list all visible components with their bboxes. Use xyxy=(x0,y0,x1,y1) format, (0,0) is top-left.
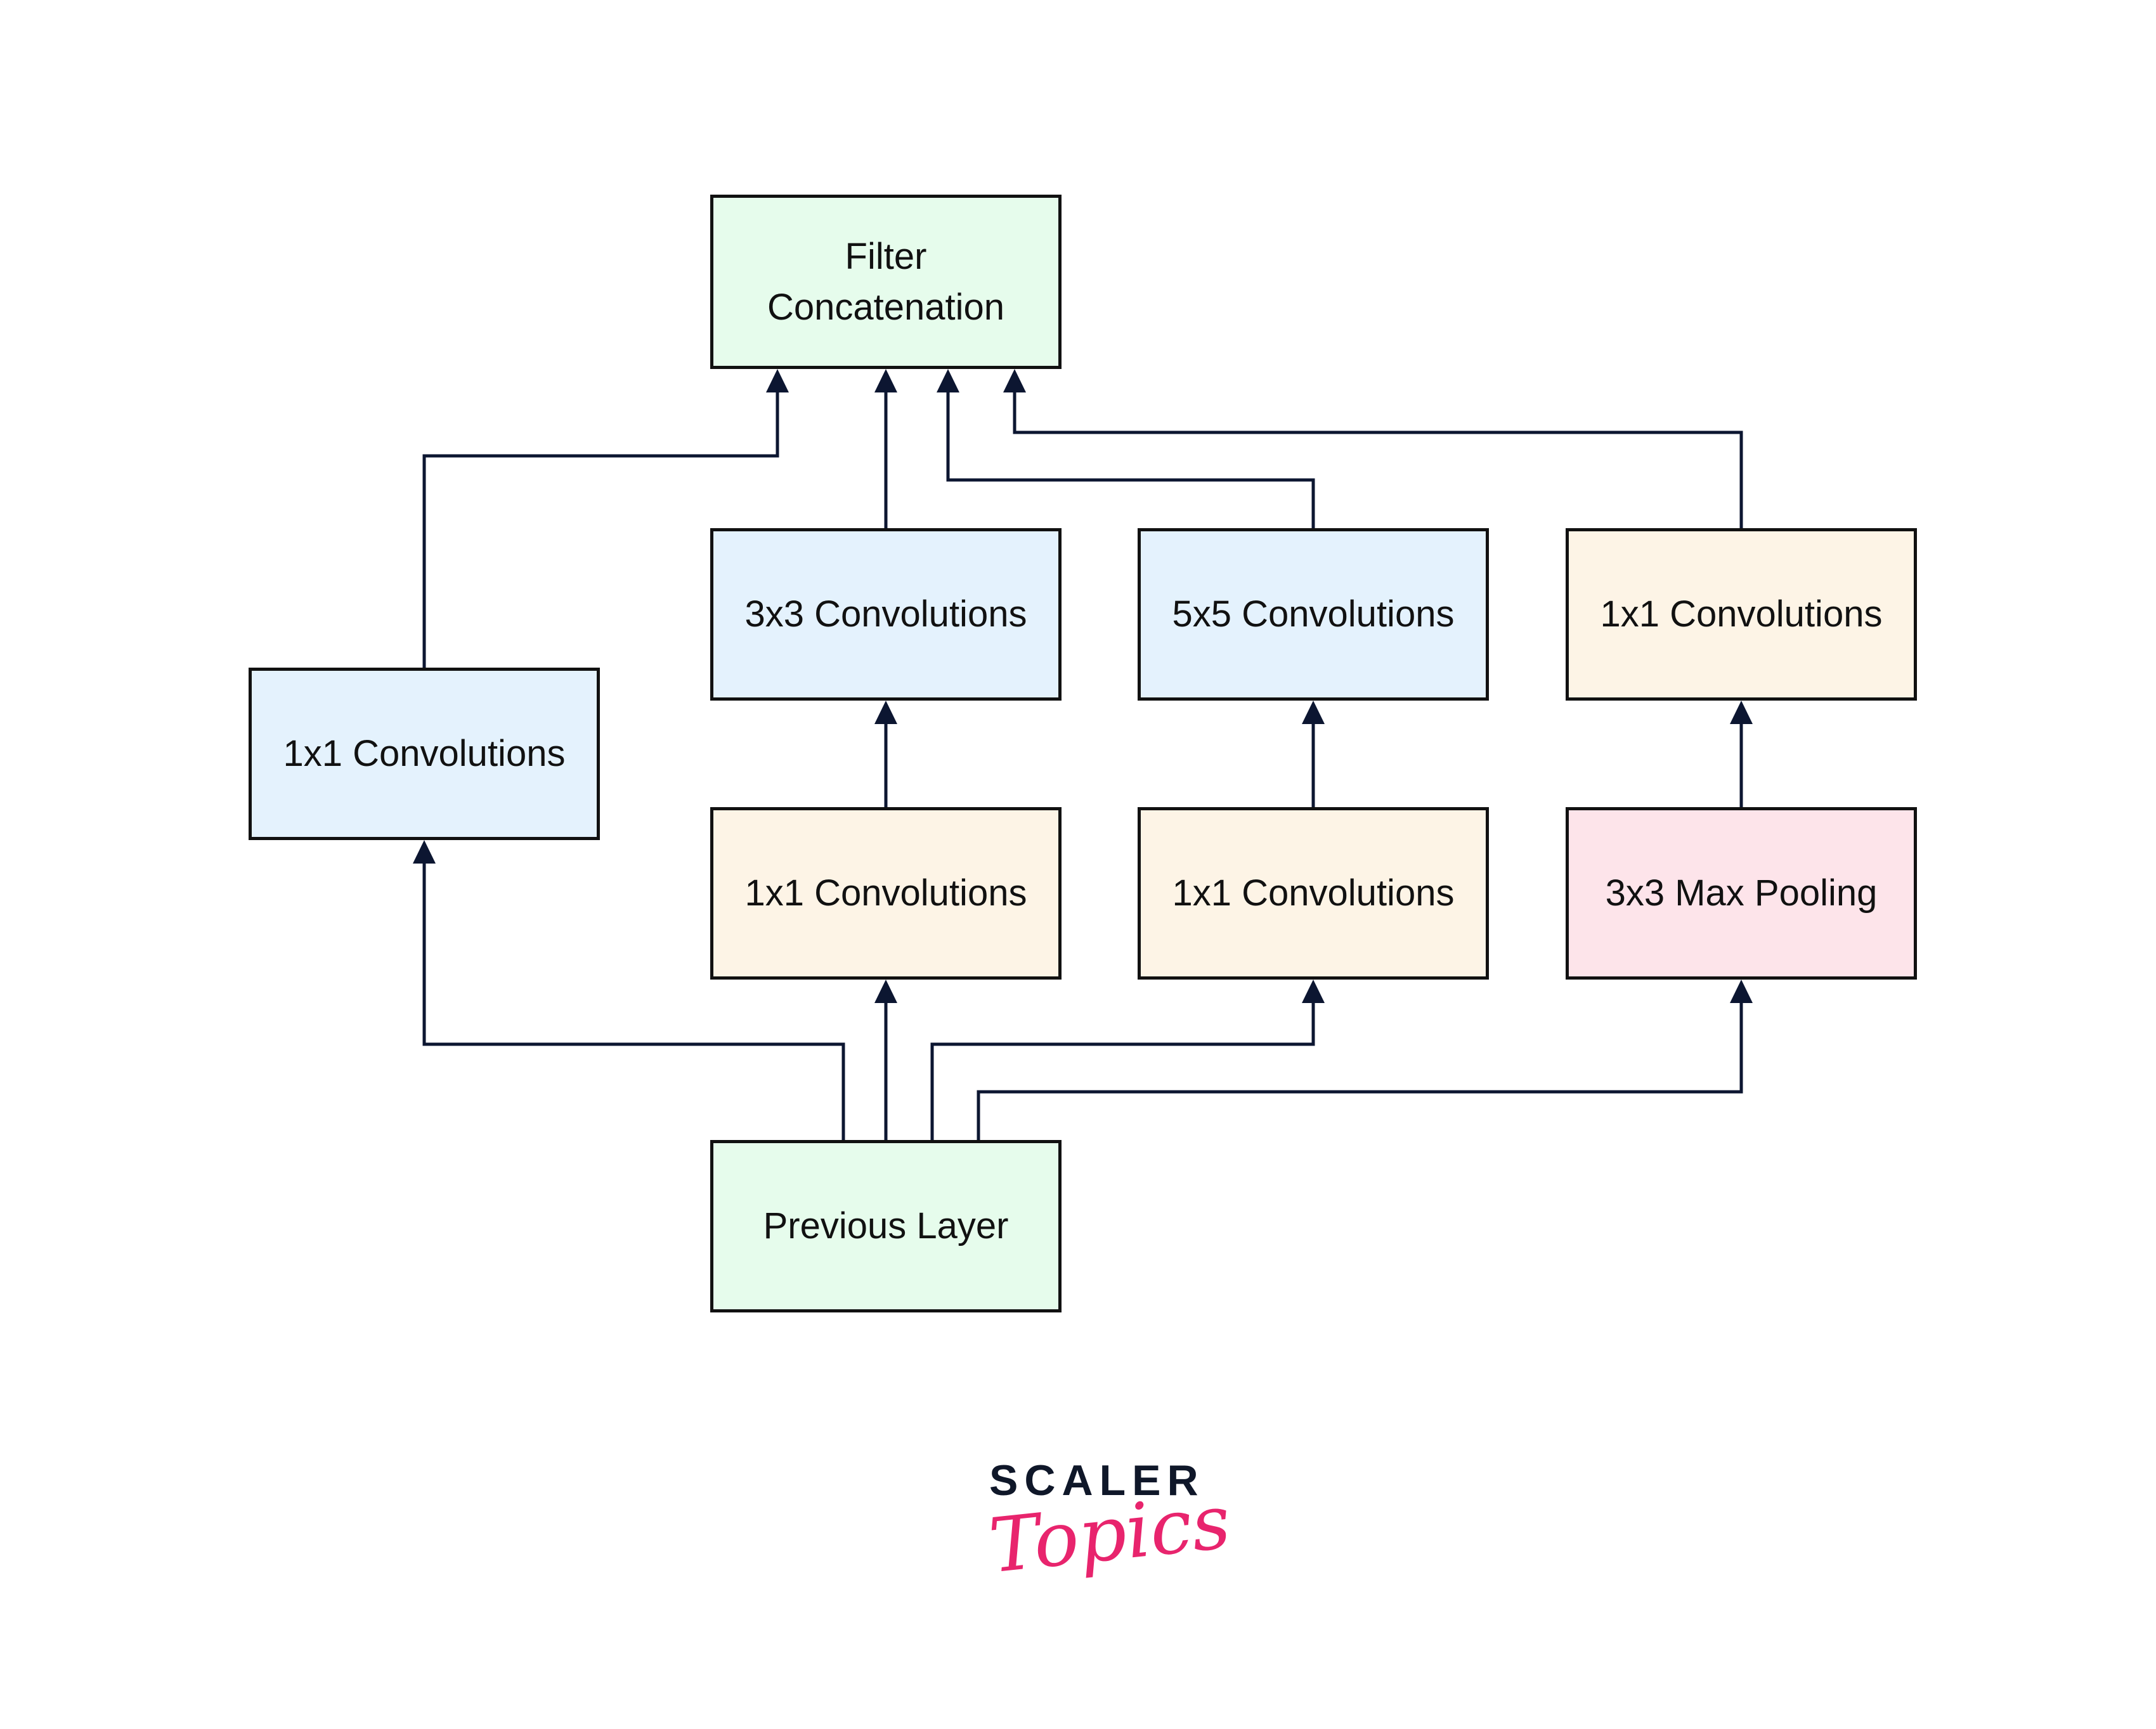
node-previous-layer: Previous Layer xyxy=(710,1140,1062,1312)
edge-conv1x1-left-to-concat xyxy=(422,391,779,668)
node-filter-concatenation: Filter Concatenation xyxy=(710,195,1062,369)
arrowhead-icon xyxy=(1302,701,1325,724)
node-conv1x1-reduce-5x5: 1x1 Convolutions xyxy=(1138,807,1489,980)
arrowhead-icon xyxy=(766,369,789,392)
arrowhead-icon xyxy=(937,369,959,392)
scaler-topics-logo: SCALER Topics xyxy=(985,1456,1235,1590)
node-conv1x1-pool-proj: 1x1 Convolutions xyxy=(1566,528,1917,701)
edge-conv5x5-to-concat xyxy=(946,391,1315,528)
edge-prev-to-conv1x1-reduce-5x5 xyxy=(930,1002,1315,1140)
arrowhead-icon xyxy=(1730,980,1753,1003)
arrowhead-icon xyxy=(413,840,436,864)
arrowhead-icon xyxy=(1302,980,1325,1003)
node-conv1x1-reduce-3x3: 1x1 Convolutions xyxy=(710,807,1062,980)
arrowhead-icon xyxy=(874,369,897,392)
arrowhead-icon xyxy=(874,701,897,724)
node-conv5x5: 5x5 Convolutions xyxy=(1138,528,1489,701)
logo-brand-text: SCALER xyxy=(989,1456,1205,1505)
node-maxpool3x3: 3x3 Max Pooling xyxy=(1566,807,1917,980)
edge-prev-to-conv1x1-left xyxy=(422,862,845,1140)
node-conv3x3: 3x3 Convolutions xyxy=(710,528,1062,701)
arrowhead-icon xyxy=(1730,701,1753,724)
arrowhead-icon xyxy=(1003,369,1026,392)
arrowhead-icon xyxy=(874,980,897,1003)
edge-prev-to-maxpool xyxy=(977,1002,1743,1140)
node-conv1x1-left: 1x1 Convolutions xyxy=(249,668,600,840)
logo-sub-text: Topics xyxy=(985,1477,1235,1590)
edge-conv1x1-proj-to-concat xyxy=(1013,391,1743,528)
